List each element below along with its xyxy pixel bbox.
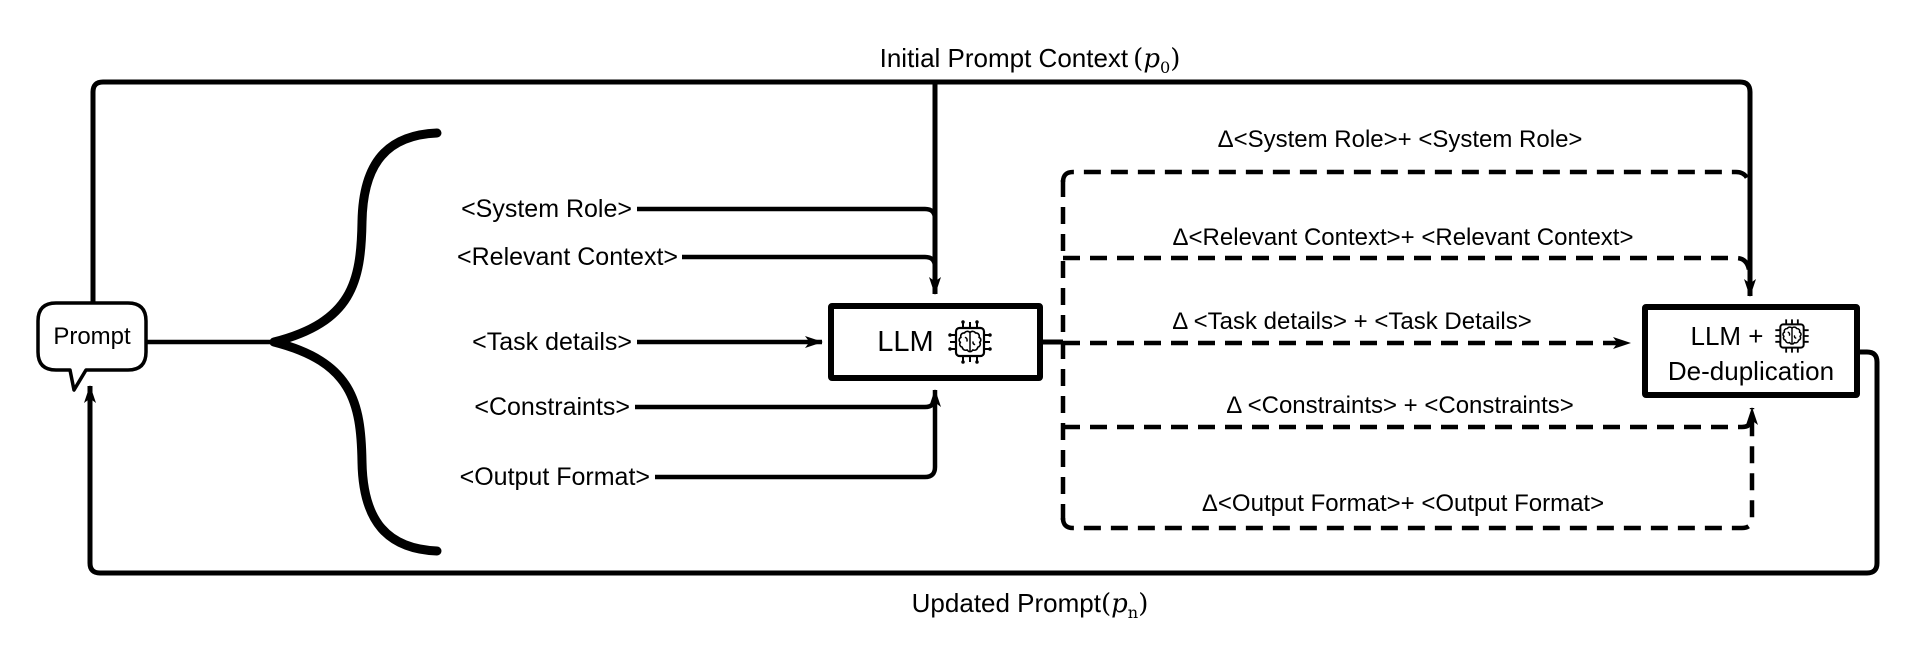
updated-prompt-text: Updated Prompt	[911, 588, 1101, 618]
delta-label-constraints: Δ <Constraints> + <Constraints>	[1226, 392, 1574, 419]
initial-prompt-math: (p0)	[1133, 44, 1181, 78]
delta-label-task-details: Δ <Task details> + <Task Details>	[1172, 308, 1532, 335]
dedup-node-line1: LLM +	[1691, 316, 1812, 356]
delta-constraints-dashed	[1063, 416, 1755, 430]
initial-prompt-context-label: Initial Prompt Context(p0)	[880, 41, 1181, 85]
chip-brain-icon	[947, 320, 992, 364]
output-format-line	[655, 389, 941, 480]
updated-prompt-label: Updated Prompt(pn)	[912, 586, 1149, 630]
constraints-line	[635, 396, 938, 410]
component-label-output-format: <Output Format>	[459, 463, 650, 491]
updated-prompt-math: (pn)	[1100, 589, 1149, 623]
component-label-constraints: <Constraints>	[474, 393, 630, 421]
llm-node-label: LLM	[877, 325, 934, 358]
delta-label-system-role: Δ<System Role>+ <System Role>	[1217, 126, 1583, 153]
dedup-node: LLM + De-duplication	[1642, 304, 1860, 398]
delta-label-relevant-context: Δ<Relevant Context>+ <Relevant Context>	[1172, 224, 1634, 251]
delta-label-output-format: Δ<Output Format>+ <Output Format>	[1201, 490, 1605, 517]
delta-system-role-dashed	[1060, 169, 1752, 185]
prompt-node-label: Prompt	[53, 322, 131, 350]
curly-brace	[269, 128, 442, 556]
component-label-relevant-context: <Relevant Context>	[457, 243, 678, 271]
dedup-node-label-2: De-duplication	[1667, 356, 1835, 386]
chip-brain-icon	[1774, 319, 1809, 353]
updated-prompt-loop-line	[84, 349, 1880, 576]
delta-relevant-context-dashed	[1063, 255, 1752, 271]
dedup-node-label-1: LLM +	[1690, 321, 1764, 351]
component-label-task-details: <Task details>	[472, 328, 632, 356]
prompt-bubble-shape	[36, 301, 148, 392]
delta-output-format-dashed	[1060, 407, 1758, 531]
initial-prompt-loop-line	[90, 79, 1756, 303]
initial-prompt-context-text: Initial Prompt Context	[879, 43, 1129, 73]
relevant-context-line	[682, 254, 938, 268]
system-role-line	[637, 206, 938, 220]
llm-node: LLM	[828, 303, 1043, 381]
component-label-system-role: <System Role>	[461, 195, 632, 223]
